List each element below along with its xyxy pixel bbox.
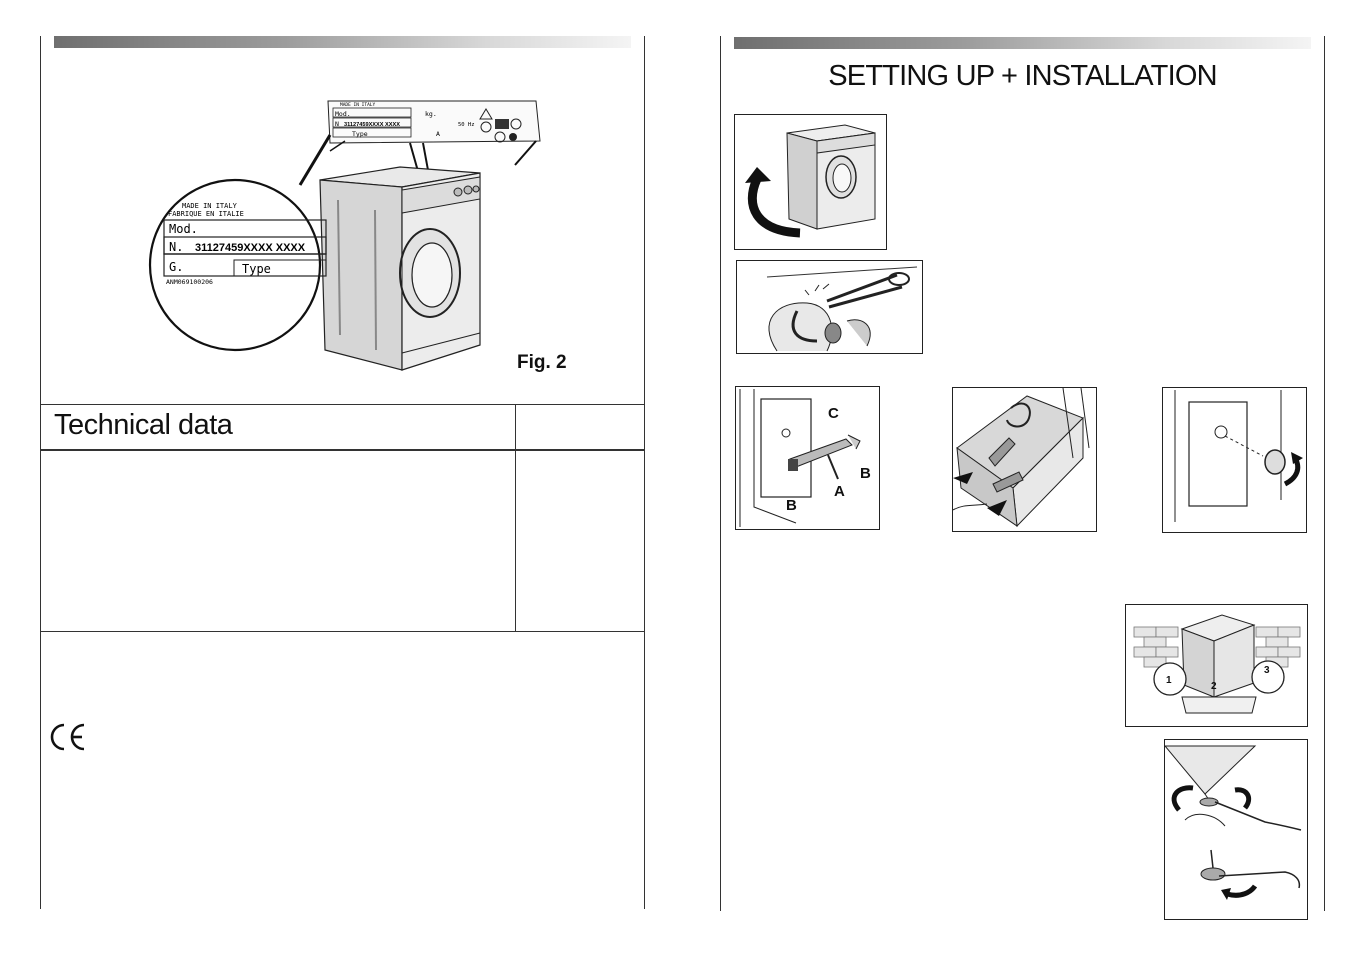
rear-bracket-figure: C B A B <box>735 386 880 530</box>
bracket-label-a: A <box>834 483 845 500</box>
small-plate-a: A <box>436 130 440 138</box>
large-plate-header-1: MADE IN ITALY <box>182 202 238 210</box>
right-page-left-border <box>720 36 721 911</box>
magnifier-circle <box>148 178 322 352</box>
left-page-header-bar <box>54 36 631 48</box>
large-rating-plate <box>163 219 327 277</box>
table-column-divider <box>515 404 516 631</box>
small-plate-type: Type <box>352 130 368 138</box>
bracket-label-c: C <box>828 405 839 422</box>
leveling-step-3: 3 <box>1264 665 1270 676</box>
large-plate-footer-code: ANM069100206 <box>166 278 213 286</box>
tilt-machine-figure <box>734 114 887 250</box>
table-bottom-rule <box>40 631 644 632</box>
small-rating-plate <box>327 100 541 144</box>
small-plate-mod: Mod. <box>335 110 351 118</box>
right-page-header-bar <box>734 37 1311 49</box>
leveling-step-2: 2 <box>1211 681 1217 692</box>
small-plate-n: N <box>335 120 339 128</box>
large-plate-g: G. <box>169 260 183 274</box>
left-page-right-border <box>644 36 645 909</box>
large-plate-serial: 31127459XXXX XXXX <box>195 242 306 254</box>
large-plate-mod: Mod. <box>169 222 198 236</box>
washing-machine-drawing <box>319 166 481 371</box>
rating-plate-illustration: MADE IN ITALY Mod. 31127459XXXX XXXX N T… <box>140 95 550 375</box>
small-plate-serial: 31127459XXXX XXXX <box>344 122 400 128</box>
fit-cap-figure <box>1162 387 1307 533</box>
large-plate-type: Type <box>242 262 271 276</box>
cut-strap-figure <box>736 260 923 354</box>
adjust-feet-figure <box>1164 739 1308 920</box>
right-page-right-border <box>1324 36 1325 911</box>
small-plate-kg: kg. <box>425 110 437 118</box>
bracket-label-b-right: B <box>860 465 871 482</box>
large-plate-header-2: FABRIQUE EN ITALIE <box>168 210 244 218</box>
leveling-figure: 1 2 3 <box>1125 604 1308 727</box>
leveling-step-1: 1 <box>1166 675 1172 686</box>
ce-mark: CE <box>48 722 88 752</box>
small-plate-header: MADE IN ITALY <box>340 102 376 108</box>
figure-caption: Fig. 2 <box>517 352 567 373</box>
remove-pipe-figure <box>952 387 1097 532</box>
ce-mark-text: CE <box>88 722 89 723</box>
table-header-rule <box>40 449 644 451</box>
left-page-left-border <box>40 36 41 909</box>
table-top-rule <box>40 404 644 405</box>
bracket-label-b-left: B <box>786 497 797 514</box>
large-plate-n: N. <box>169 240 183 254</box>
page-title: SETTING UP + INSTALLATION <box>828 60 1217 92</box>
technical-data-title: Technical data <box>54 409 233 441</box>
small-plate-hz: 50 Hz <box>458 122 475 128</box>
